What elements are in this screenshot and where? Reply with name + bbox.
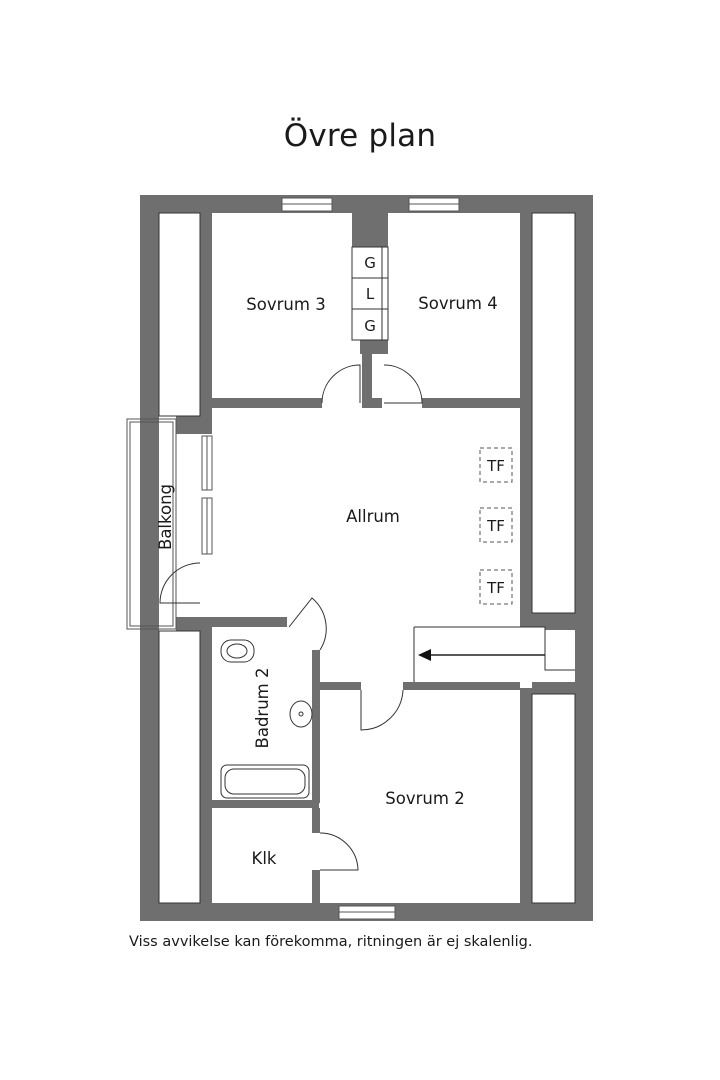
tf-label-2: TF: [486, 517, 505, 535]
room-label-klk: Klk: [252, 849, 277, 868]
closet-label-g2: G: [364, 317, 376, 335]
bathroom-fixtures: [220, 639, 313, 799]
tf-boxes: [479, 447, 513, 605]
balcony: [126, 418, 177, 630]
room-label-sovrum4: Sovrum 4: [418, 294, 497, 313]
windows: [201, 197, 460, 920]
room-label-balkong: Balkong: [156, 484, 175, 550]
tf-label-1: TF: [486, 457, 505, 475]
disclaimer-text: Viss avvikelse kan förekomma, ritningen …: [129, 934, 533, 950]
closet-label-g1: G: [364, 254, 376, 272]
room-label-sovrum2: Sovrum 2: [385, 789, 464, 808]
room-label-allrum: Allrum: [346, 507, 400, 526]
tf-label-3: TF: [486, 579, 505, 597]
doors: [159, 364, 423, 871]
closet: [351, 246, 389, 341]
walls: [140, 195, 593, 921]
room-label-sovrum3: Sovrum 3: [246, 295, 325, 314]
room-label-badrum2: Badrum 2: [253, 668, 272, 749]
stair-arrow: [413, 626, 575, 682]
floor-title: Övre plan: [283, 118, 437, 154]
closet-label-l: L: [366, 285, 375, 303]
